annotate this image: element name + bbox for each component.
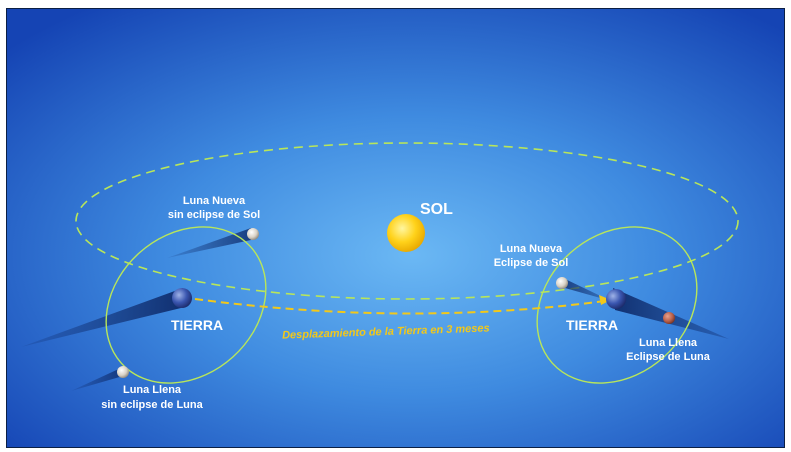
left-new-moon-label-line2: sin eclipse de Sol (168, 209, 260, 221)
right-new-moon-shadow (563, 278, 611, 301)
left-earth (172, 288, 192, 308)
right-new-moon (556, 277, 568, 289)
right-earth (606, 289, 626, 309)
right-new-moon-label-line2: Eclipse de Sol (494, 257, 569, 269)
left-new-moon-shadow (167, 228, 251, 258)
displacement-arrowhead (599, 295, 611, 305)
left-earth-shadow (21, 288, 183, 347)
left-full-moon-label-line1: Luna Llena (123, 384, 182, 396)
eclipse-diagram: SOL Luna Nueva sin eclipse de Sol TIERRA… (7, 9, 784, 447)
left-new-moon-label-line1: Luna Nueva (183, 195, 246, 207)
sun-label: SOL (420, 201, 453, 218)
right-full-moon-label-line1: Luna Llena (639, 337, 698, 349)
left-full-moon-label-line2: sin eclipse de Luna (101, 399, 203, 411)
right-earth-label: TIERRA (566, 317, 618, 333)
sun (387, 214, 425, 252)
right-full-moon-eclipsed (663, 312, 675, 324)
left-moon-orbit (105, 226, 267, 384)
left-full-moon (117, 366, 129, 378)
left-full-moon-shadow (71, 367, 123, 391)
earth-orbit (75, 142, 739, 300)
right-full-moon-label-line2: Eclipse de Luna (626, 351, 711, 363)
left-new-moon (247, 228, 259, 240)
right-moon-orbit (536, 226, 698, 384)
diagram-frame: SOL Luna Nueva sin eclipse de Sol TIERRA… (6, 8, 785, 448)
right-new-moon-label-line1: Luna Nueva (500, 243, 563, 255)
left-earth-label: TIERRA (171, 317, 223, 333)
earth-displacement-path (194, 298, 606, 315)
